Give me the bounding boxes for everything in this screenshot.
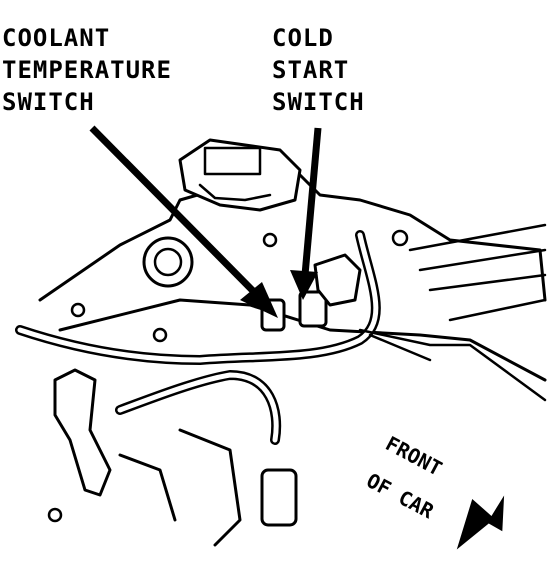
cold-start-pointer-shaft — [301, 127, 322, 276]
bolt — [391, 229, 409, 247]
manifold-lower-edge — [58, 298, 547, 382]
cold-start-pointer-head — [290, 270, 318, 300]
coolant-pointer-shaft — [89, 125, 265, 303]
bolt — [70, 302, 86, 318]
bolt — [47, 507, 63, 523]
front-arrow-icon — [456, 495, 505, 550]
cold-label-line2: START — [272, 56, 350, 84]
wiring-harness-inner — [17, 232, 379, 363]
sensor-cluster — [313, 253, 362, 307]
lower-block — [118, 428, 242, 547]
lower-sensor — [260, 468, 298, 527]
bolt — [262, 232, 278, 248]
cold-start-switch-body — [298, 290, 328, 328]
bolt — [152, 327, 168, 343]
thermostat-cap — [153, 247, 183, 277]
wiring-harness-branch-inner — [117, 372, 279, 443]
throttle-top — [203, 146, 262, 176]
coolant-pointer-head — [240, 282, 278, 318]
coolant-temperature-switch-label: COOLANT TEMPERATURE SWITCH — [2, 22, 172, 118]
throttle-base — [198, 183, 272, 202]
cold-label-line3: SWITCH — [272, 88, 365, 116]
front-of-car-indicator: FRONT OF CAR — [363, 431, 505, 550]
coolant-label-line1: COOLANT — [2, 24, 111, 52]
coolant-label-line2: TEMPERATURE — [2, 56, 172, 84]
front-label-line1: FRONT — [382, 431, 446, 480]
valve-cover-rail — [408, 223, 547, 322]
pointer-arrows — [89, 125, 322, 318]
bracket — [53, 368, 112, 497]
coolant-label-line3: SWITCH — [2, 88, 95, 116]
cold-start-switch-label: COLD START SWITCH — [272, 22, 365, 118]
wire-run — [358, 328, 547, 402]
cold-label-line1: COLD — [272, 24, 334, 52]
